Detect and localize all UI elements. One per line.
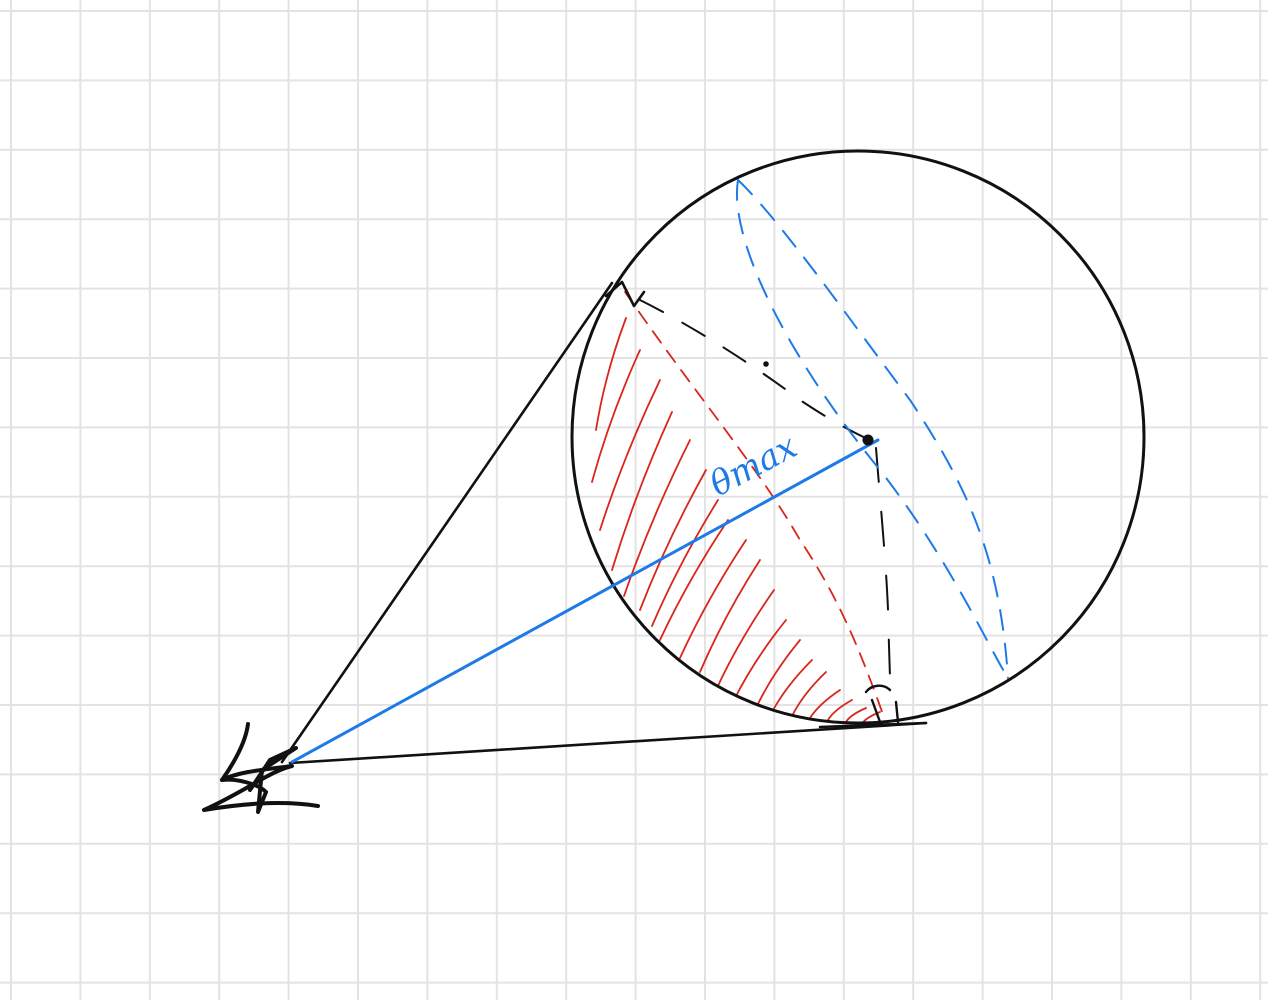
center-line [290,438,880,764]
sphere-outline [570,149,1146,725]
theta-max-label: θmax [703,426,803,505]
hatch-stroke [595,317,627,431]
shaded-region-boundary [624,291,886,721]
hatch-stroke [809,689,841,719]
hatch-stroke [599,379,661,531]
shaded-region [591,291,886,723]
tangent-lines [280,281,928,765]
tangent-line-top [280,281,614,764]
hatch-stroke [771,659,813,713]
hatch-stroke [715,589,775,691]
hatch-lines [591,317,881,723]
right-angle-marker-bottom [864,684,900,724]
star-sketch-icon [202,722,320,814]
tangent-line-bottom [288,721,928,765]
hatch-stroke [639,469,707,611]
right-angle-marker-top [604,280,646,308]
hatch-stroke [591,349,641,483]
hatch-stroke [827,699,853,721]
hatch-stroke [755,639,801,709]
hatch-stroke [659,519,729,641]
cone-base-ellipse [736,179,1009,679]
hatch-stroke [845,707,867,723]
sphere-center-dot [862,434,874,446]
hatch-stroke [791,671,827,717]
hatch-stroke [699,559,761,673]
hatch-stroke [651,499,719,627]
hatch-stroke [679,539,747,659]
tangent-base-tick [818,721,928,729]
hatch-stroke [611,411,673,571]
hatch-stroke [733,619,787,701]
